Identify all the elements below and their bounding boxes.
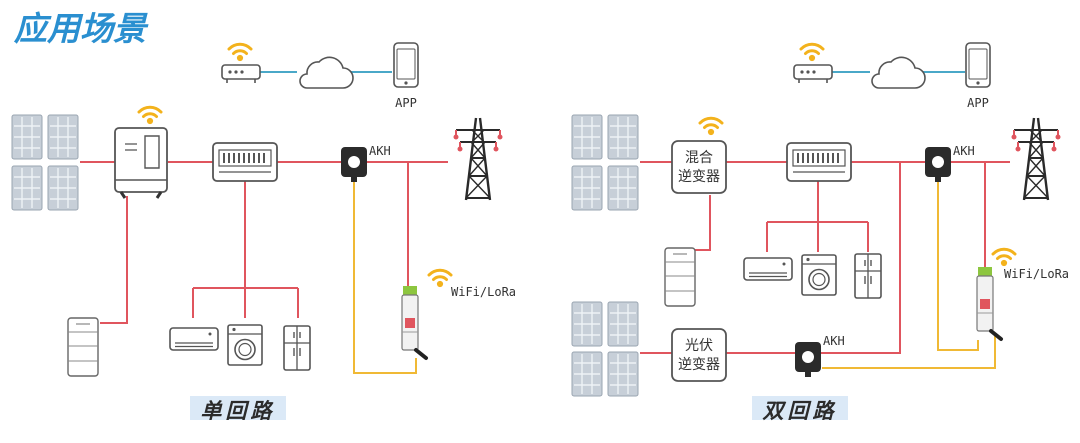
wireless-label-right: WiFi/LoRa — [1004, 267, 1069, 281]
loads-branch-line — [192, 287, 299, 318]
dual-loop-power-lines — [640, 161, 1010, 354]
current-sensor-icon — [341, 147, 367, 182]
current-sensor-icon-bottom — [795, 342, 821, 377]
router-wifi-icon — [227, 42, 253, 63]
single-loop-caption: 单回路 — [201, 399, 276, 423]
dual-loop-diagram: 混合 逆变器 光伏 逆变器 AKH AKH WiFi/LoRa APP — [571, 42, 1069, 423]
network-chain-right: APP — [793, 42, 991, 110]
cloud-icon — [299, 56, 354, 89]
washing-machine-icon — [227, 324, 263, 366]
hybrid-wifi-icon — [698, 116, 724, 137]
hybrid-to-battery-line — [695, 195, 711, 251]
app-label: APP — [395, 96, 417, 110]
wifi-icon — [137, 105, 163, 126]
router-wifi-icon — [799, 42, 825, 63]
caption-band-right — [752, 396, 848, 420]
distribution-box-icon — [212, 142, 278, 182]
phone-icon — [965, 42, 991, 88]
battery-icon — [67, 317, 99, 377]
air-conditioner-icon — [169, 327, 219, 351]
meter-wifi-icon — [991, 247, 1017, 268]
power-tower-icon — [452, 116, 504, 202]
current-sensor-icon-top — [925, 147, 951, 182]
wireless-label: WiFi/LoRa — [451, 285, 516, 299]
cloud-icon — [871, 56, 926, 89]
single-loop-diagram: AKH WiFi/LoRa APP 单回路 — [11, 42, 516, 423]
distribution-box-icon — [786, 142, 852, 182]
loads-branch-line-right — [766, 221, 869, 252]
pv-inverter-box: 光伏 逆变器 — [671, 328, 727, 382]
network-chain: APP — [221, 42, 419, 110]
router-icon — [221, 64, 261, 84]
solar-panel-icon — [571, 301, 639, 397]
caption-band — [190, 396, 286, 420]
page-title: 应用场景 — [13, 9, 149, 48]
air-conditioner-icon — [743, 257, 793, 281]
solar-panel-icon — [11, 114, 79, 211]
meter-wifi-icon — [427, 268, 453, 289]
energy-meter-icon — [975, 265, 1003, 341]
refrigerator-icon — [283, 325, 311, 371]
power-tower-icon — [1010, 116, 1062, 202]
solar-panel-icon — [571, 114, 639, 211]
refrigerator-icon — [854, 253, 882, 299]
washing-machine-icon — [801, 254, 837, 296]
battery-icon — [664, 247, 696, 307]
dual-loop-caption: 双回路 — [762, 399, 838, 423]
sensor-label-top: AKH — [953, 144, 975, 158]
hybrid-inverter-label-line1: 混合 — [685, 150, 713, 166]
sensor-label: AKH — [369, 144, 391, 158]
inverter-to-battery-line — [100, 196, 128, 324]
sensor-label-bottom: AKH — [823, 334, 845, 348]
hybrid-inverter-box: 混合 逆变器 — [671, 140, 727, 194]
inverter-icon — [113, 126, 169, 200]
energy-meter-icon — [400, 284, 428, 360]
pv-inverter-label-line1: 光伏 — [685, 338, 713, 354]
ct-signal-line — [353, 180, 417, 374]
dual-ct-signal-lines — [822, 180, 996, 369]
hybrid-inverter-label-line2: 逆变器 — [678, 169, 720, 185]
pv-to-grid-line — [726, 162, 901, 354]
pv-inverter-label-line2: 逆变器 — [678, 357, 720, 373]
router-icon — [793, 64, 833, 84]
app-label-right: APP — [967, 96, 989, 110]
phone-icon — [393, 42, 419, 88]
